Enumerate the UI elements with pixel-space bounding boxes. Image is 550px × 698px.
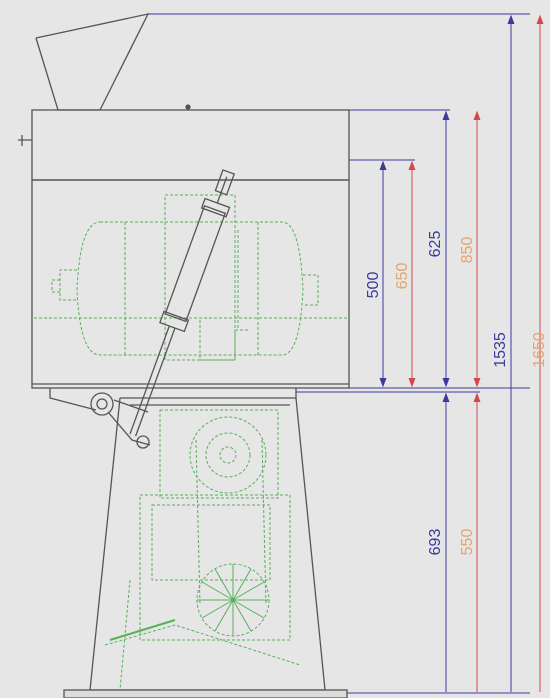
- top-mount: [216, 176, 228, 204]
- piston-rod-2: [135, 327, 176, 437]
- arrow-500-top: [379, 160, 387, 171]
- arrow-625-top: [442, 110, 450, 121]
- pulley-inner: [219, 446, 237, 464]
- motor-housing: [159, 409, 279, 499]
- dim-label-625: 625: [427, 231, 444, 258]
- gearbox-housing: [139, 494, 291, 641]
- arrow-625-bottom: [442, 377, 450, 388]
- lower-body: [31, 179, 350, 389]
- arrow-850-bottom: [473, 377, 481, 388]
- pivot-arm: [107, 399, 151, 446]
- base-flange: [49, 388, 297, 411]
- dim-label-850: 850: [459, 237, 476, 264]
- arrow-693-top: [442, 392, 450, 403]
- dim-label-650-upper: 650: [394, 263, 411, 290]
- pivot-outer: [90, 392, 114, 416]
- arm-end-joint: [136, 435, 150, 449]
- chain-guide: [151, 504, 271, 581]
- cylinder-barrel: [164, 204, 227, 323]
- pedal-bar: [109, 619, 176, 641]
- tank-flange-right: [303, 274, 319, 306]
- arrow-1650-top: [536, 14, 544, 25]
- dim-label-1650: 1650: [531, 332, 548, 368]
- arrow-500-bottom: [379, 377, 387, 388]
- hydraulic-cylinder: [129, 169, 236, 437]
- side-tab: [18, 135, 32, 146]
- pulley-mid: [205, 432, 251, 478]
- dim-label-550: 550: [459, 529, 476, 556]
- pulley-outer: [189, 416, 267, 494]
- pivot-inner: [96, 398, 108, 410]
- tank-flange-left: [51, 269, 77, 301]
- arrow-650-top: [408, 160, 416, 171]
- arrow-1535-top: [507, 14, 515, 25]
- dim-label-1535: 1535: [492, 332, 509, 368]
- top-mount-block: [214, 169, 236, 196]
- drive-belt: [195, 439, 267, 606]
- dim-label-693: 693: [427, 529, 444, 556]
- top-knob: [185, 104, 191, 110]
- fan-spoke-lines: [197, 564, 269, 636]
- cylinder-cap-bottom: [159, 310, 190, 333]
- piston-rod: [129, 325, 170, 435]
- fan-spokes: [109, 564, 269, 641]
- machine-outline: [18, 13, 350, 698]
- housing-detail: [199, 320, 250, 361]
- arrow-850-top: [473, 110, 481, 121]
- dimension-lines: [148, 13, 544, 694]
- foot-plate: [63, 689, 348, 698]
- arrow-650-bottom: [408, 377, 416, 388]
- dim-label-500: 500: [365, 272, 382, 299]
- arrow-550-top: [473, 392, 481, 403]
